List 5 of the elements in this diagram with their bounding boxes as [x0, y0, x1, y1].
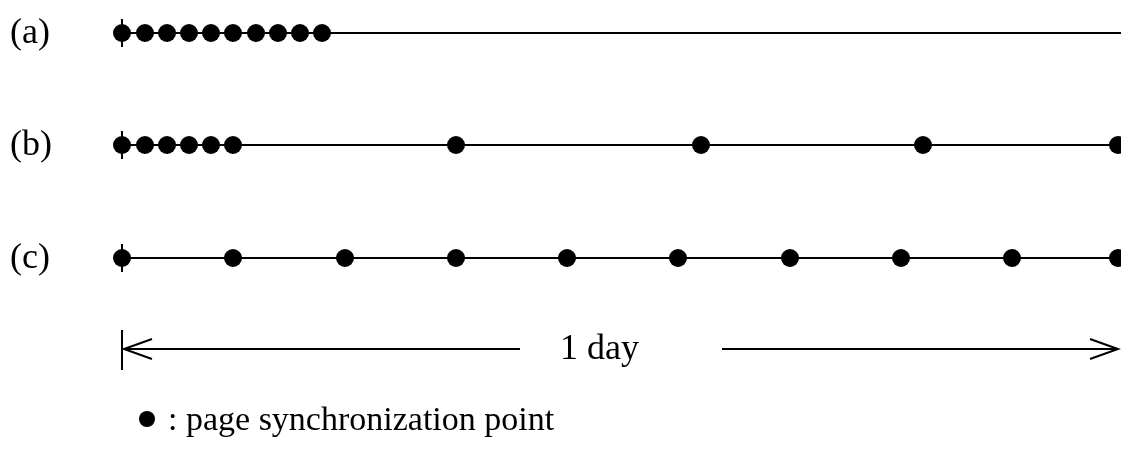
dimension-label: 1 day: [560, 329, 639, 365]
row-label: (b): [10, 125, 52, 161]
legend-text: : page synchronization point: [168, 402, 555, 436]
row-label: (a): [10, 13, 50, 49]
row-label: (c): [10, 238, 50, 274]
